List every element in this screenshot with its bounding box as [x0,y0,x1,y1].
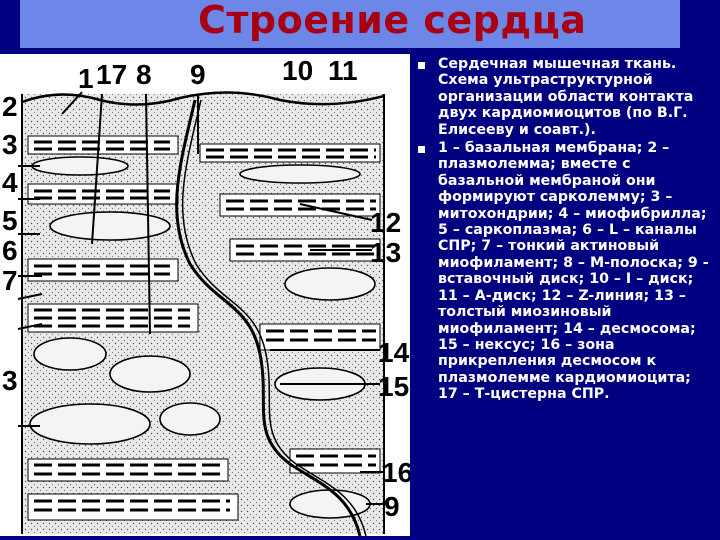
left-labels: 2 3 4 5 6 7 3 [2,91,18,396]
bullet-square-icon [418,146,425,154]
label-left-3: 4 [2,167,18,198]
label-pointers [17,91,384,505]
intercalated-disc-inner [181,99,367,536]
label-left-6: 7 [2,265,18,296]
intercalated-disc [175,99,362,536]
label-top-2: 17 [96,59,127,90]
top-labels: 1 17 8 9 10 11 [78,55,358,94]
label-top-1: 1 [78,63,94,94]
bullet-item-1: Сердечная мышечная ткань. Схема ультраст… [410,56,715,138]
bullet-item-2: 1 – базальная мембрана; 2 – плазмолемма;… [410,140,715,403]
label-left-2: 3 [2,129,18,160]
label-right-3: 14 [378,337,410,368]
label-right-2: 13 [370,237,401,268]
diagram-svg: 1 17 8 9 10 11 2 3 4 5 6 7 3 12 13 14 15… [2,55,410,536]
top-membrane [21,91,385,106]
bullet-text-2: 1 – базальная мембрана; 2 – плазмолемма;… [438,140,709,403]
title-bar: Строение сердца [20,0,680,48]
label-left-4: 5 [2,205,18,236]
label-top-6: 11 [328,55,358,86]
bullet-square-icon [418,62,425,69]
label-right-4: 15 [378,371,409,402]
right-labels: 12 13 14 15 16 9 [370,207,410,522]
label-top-3: 8 [136,59,152,90]
label-top-5: 10 [282,55,313,86]
slide-title: Строение сердца [198,0,587,42]
label-right-5: 16 [382,457,410,488]
label-top-4: 9 [190,59,206,90]
caption-list: Сердечная мышечная ткань. Схема ультраст… [410,56,715,405]
label-right-1: 12 [370,207,401,238]
heart-ultrastructure-diagram: 1 17 8 9 10 11 2 3 4 5 6 7 3 12 13 14 15… [0,54,410,536]
label-left-1: 2 [2,91,18,122]
label-right-6: 9 [384,491,400,522]
bullet-text-1: Сердечная мышечная ткань. Схема ультраст… [438,56,694,138]
label-left-5: 6 [2,235,18,266]
label-left-7: 3 [2,365,18,396]
